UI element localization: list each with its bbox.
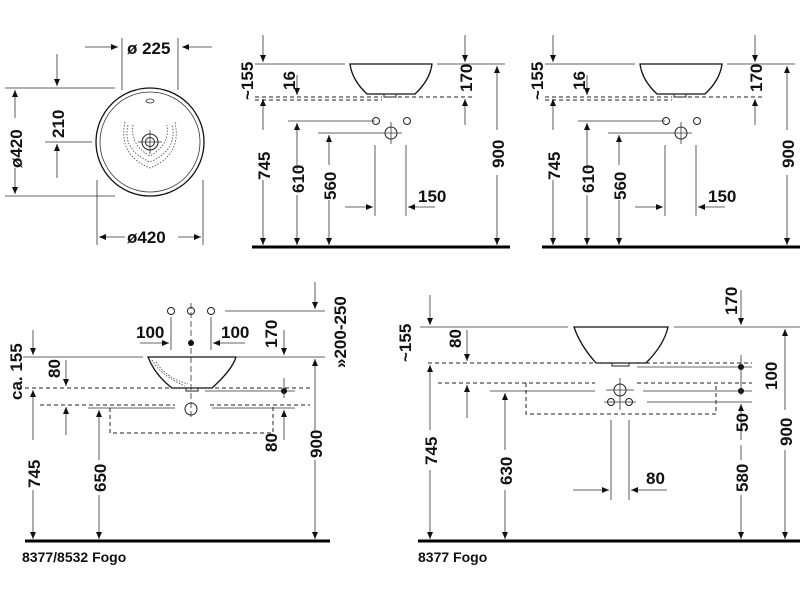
dim-total-height: 900 <box>779 140 798 168</box>
dim-above-counter: ca. 155 <box>7 343 26 400</box>
dim-height-diameter: ø420 <box>7 129 26 168</box>
dim-basin-height: 170 <box>457 64 476 92</box>
dim-center-offset: 210 <box>49 110 68 138</box>
dim-width-diameter: ø420 <box>127 228 166 247</box>
dim-drain-gap: 100 <box>762 362 781 390</box>
dim-counter-thickness: 80 <box>446 329 465 348</box>
dim-tap-left-offset: 100 <box>136 323 164 342</box>
dim-tap-spacing: 80 <box>646 469 665 488</box>
view-caption: 8377 Fogo <box>418 549 487 565</box>
tap-hole-icon <box>693 117 701 125</box>
dim-counter-height: 745 <box>255 152 274 180</box>
basin-front-outline <box>147 356 237 389</box>
dim-above-counter: ~155 <box>396 324 415 362</box>
waste-outlet-icon <box>184 402 198 416</box>
dim-counter-height: 745 <box>422 437 441 465</box>
dim-cabinet-gap: 80 <box>262 433 281 452</box>
dim-total-height: 900 <box>489 140 508 168</box>
dim-total-height: 900 <box>777 418 796 446</box>
dim-waste-width: 150 <box>708 187 736 206</box>
dim-above-counter: ~155 <box>238 62 257 100</box>
dim-tap-right-offset: 100 <box>221 323 249 342</box>
dim-tap-height: 610 <box>579 165 598 193</box>
view-caption: 8377/8532 Fogo <box>22 549 126 565</box>
dim-tap-height: 610 <box>289 165 308 193</box>
dim-counter-height: 745 <box>545 152 564 180</box>
tap-hole-icon <box>403 117 411 125</box>
dim-counter-height: 745 <box>25 460 44 488</box>
top-view: ø 225 ø420 210 ø420 <box>5 38 212 247</box>
dim-total-height: 900 <box>307 430 326 458</box>
dim-basin-height: 170 <box>262 320 281 348</box>
front-view-8532: 100 100 ca. 155 745 80 650 170 80 »200-2… <box>7 282 350 565</box>
dim-pipe-height: 580 <box>733 464 752 492</box>
dim-pipe-gap: 50 <box>733 413 752 432</box>
basin-front-outline <box>573 326 669 364</box>
dim-tap-above: »200-250 <box>331 296 350 368</box>
dim-waste-height: 560 <box>611 172 630 200</box>
basin-side-outline <box>639 63 723 95</box>
tap-hole-icon <box>167 307 175 315</box>
dim-above-counter: ~155 <box>528 62 547 100</box>
dim-outlet-diameter: ø 225 <box>127 39 170 58</box>
tap-hole-icon <box>207 307 215 315</box>
dim-counter-thickness: 80 <box>45 359 64 378</box>
side-view-1: ~155 745 16 610 560 150 170 900 <box>238 35 510 249</box>
dim-counter-thickness: 16 <box>280 71 299 90</box>
dim-basin-height: 170 <box>722 287 741 315</box>
front-view-8377: 80 ~155 745 80 630 170 100 50 580 900 83… <box>396 287 800 565</box>
tap-hole-icon <box>372 117 380 125</box>
dim-basin-height: 170 <box>747 64 766 92</box>
tap-hole-icon <box>662 117 670 125</box>
dim-waste-width: 150 <box>418 187 446 206</box>
side-view-2: ~155 745 16 610 560 150 170 900 <box>528 35 800 249</box>
dim-waste-height: 630 <box>497 457 516 485</box>
basin-side-outline <box>349 63 433 95</box>
dim-counter-thickness: 16 <box>570 71 589 90</box>
dim-waste-height: 560 <box>321 172 340 200</box>
dim-waste-height: 650 <box>91 464 110 492</box>
